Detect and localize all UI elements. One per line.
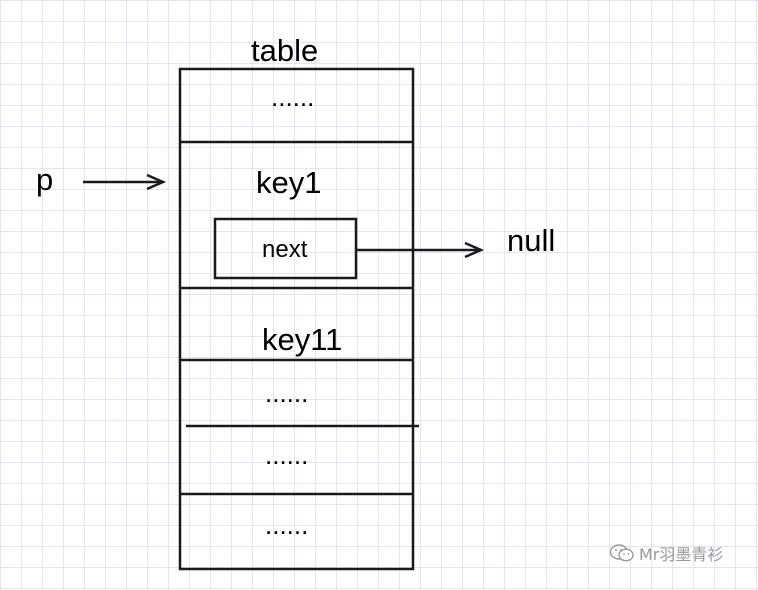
table-border [178, 67, 415, 571]
next-box [213, 217, 358, 280]
watermark: Mr羽墨青衫 [609, 541, 723, 565]
row-dots-4: ...... [265, 510, 309, 540]
watermark-text: Mr羽墨青衫 [639, 545, 724, 564]
wechat-icon [609, 544, 634, 562]
null-label: null [507, 223, 556, 258]
next-label: next [262, 236, 308, 263]
row-dots-2: ...... [265, 378, 309, 408]
row-top-dots: ...... [271, 82, 315, 112]
pointer-label-p: p [36, 162, 54, 197]
table-label: table [251, 33, 319, 68]
row-key11-label: key11 [262, 322, 343, 357]
null-arrow-head [464, 241, 485, 259]
row-key1-label: key1 [256, 165, 322, 200]
p-arrow-head [146, 173, 167, 191]
row-dots-3: ...... [265, 440, 309, 470]
